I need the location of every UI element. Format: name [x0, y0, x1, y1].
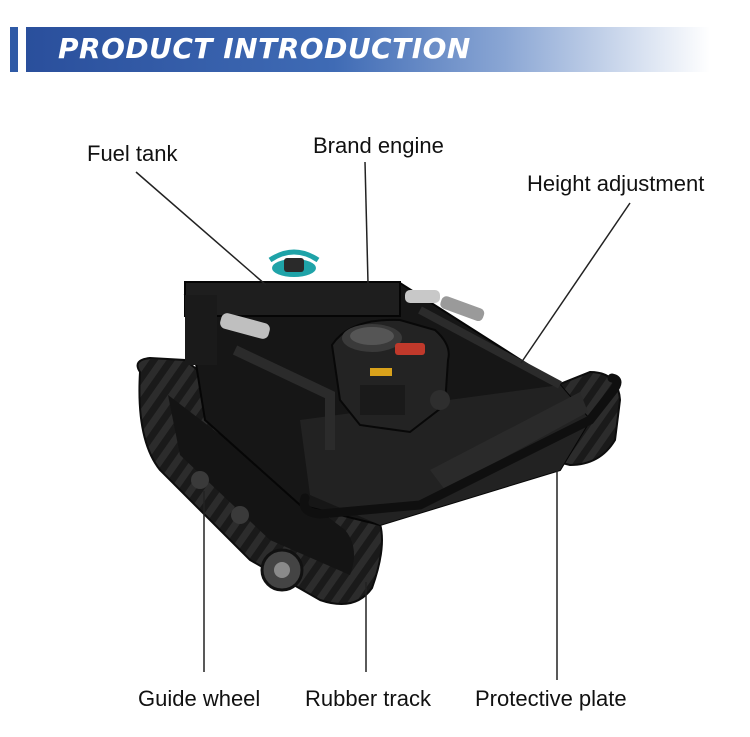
callout-brand-engine: Brand engine — [313, 133, 444, 158]
callout-height-adjustment: Height adjustment — [527, 171, 705, 196]
callout-leader-lines — [135, 161, 631, 680]
header-accent-bar — [10, 27, 18, 72]
fuel-tank-leader — [135, 171, 267, 286]
protective-plate — [430, 392, 588, 490]
shock-absorber — [220, 313, 270, 339]
header-gradient-bar: PRODUCT INTRODUCTION — [26, 27, 710, 72]
callout-rubber-track: Rubber track — [305, 686, 431, 711]
section-header-banner: PRODUCT INTRODUCTION — [10, 27, 710, 72]
fuel-tank — [184, 281, 401, 317]
callout-fuel-tank: Fuel tank — [87, 141, 178, 166]
height-adjust-cylinder — [405, 290, 440, 303]
callout-protective-plate: Protective plate — [475, 686, 627, 711]
front-bumper — [299, 373, 622, 519]
section-title: PRODUCT INTRODUCTION — [58, 32, 471, 65]
left-rubber-track — [136, 356, 383, 605]
engine-badge — [395, 343, 425, 355]
brand-engine — [330, 318, 450, 434]
height-adjustment-leader — [520, 202, 631, 364]
brand-engine-leader — [364, 161, 369, 284]
callout-guide-wheel: Guide wheel — [138, 686, 261, 711]
